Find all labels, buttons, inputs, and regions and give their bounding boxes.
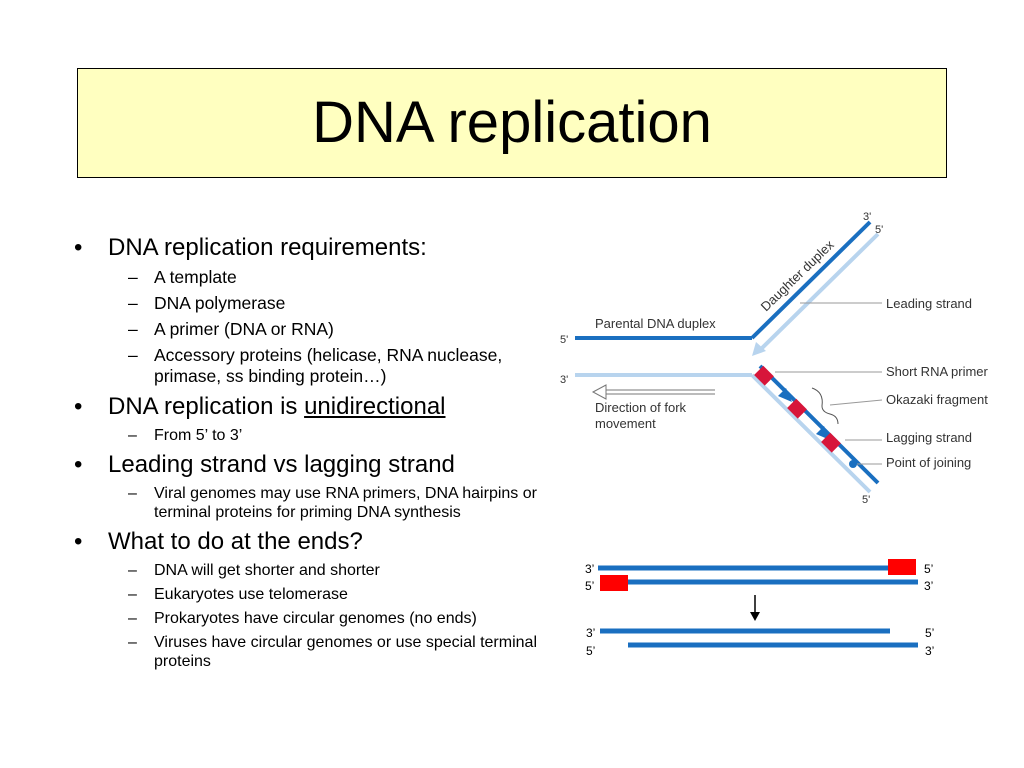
lagging-strand-label: Lagging strand — [886, 430, 972, 445]
bullet-mark: • — [74, 451, 83, 478]
bullet-text: Leading strand vs lagging strand — [108, 451, 455, 478]
okazaki-bracket — [811, 387, 839, 425]
bullet-text: DNA replication is — [108, 393, 305, 420]
down-arrow-icon — [750, 612, 760, 621]
ends-diagram: 3’ 5’ 5’ 3’ 3’ 5’ 5’ 3’ — [585, 559, 934, 658]
sub-bullet: –A template — [70, 267, 570, 288]
bullet-mark: • — [74, 393, 83, 420]
leader-line — [829, 399, 883, 406]
sub-bullet: –Accessory proteins (helicase, RNA nucle… — [70, 345, 570, 387]
leading-strand — [758, 232, 880, 352]
end-label: 5’ — [924, 562, 933, 576]
rna-primer-before — [600, 575, 628, 591]
end-label: 3’ — [586, 626, 595, 640]
sub-bullet: –Eukaryotes use telomerase — [70, 585, 570, 604]
slide-title: DNA replication — [312, 90, 712, 155]
end-label: 3’ — [585, 562, 594, 576]
sub-bullet: –Prokaryotes have circular genomes (no e… — [70, 609, 570, 628]
bullet-list: •DNA replication requirements: –A templa… — [70, 228, 570, 671]
sub-mark: – — [128, 562, 137, 579]
sub-mark: – — [128, 267, 138, 287]
rna-primer-before — [888, 559, 916, 575]
bullet-requirements: • DNA replication requirements: — [70, 234, 570, 262]
bullet-unidirectional: • DNA replication is unidirectional — [70, 393, 570, 421]
end-label: 3' — [863, 211, 871, 223]
direction-label: Direction of fork — [595, 400, 687, 415]
bullet-ends: • What to do at the ends? — [70, 528, 570, 556]
sub-bullet-text: Accessory proteins (helicase, RNA nuclea… — [154, 345, 503, 386]
rna-primer — [821, 432, 841, 453]
sub-mark: – — [128, 634, 137, 651]
end-label: 3’ — [925, 644, 934, 658]
end-label: 5’ — [586, 644, 595, 658]
joining-label: Point of joining — [886, 455, 971, 470]
sub-bullet-text: From 5’ to 3’ — [154, 427, 243, 444]
end-label: 5' — [862, 494, 870, 506]
sub-mark: – — [128, 610, 137, 627]
bullet-mark: • — [74, 528, 83, 555]
sub-bullet: –DNA will get shorter and shorter — [70, 561, 570, 580]
direction-label: movement — [595, 416, 656, 431]
lagging-arrow-icon — [778, 388, 792, 402]
sub-bullet-text: Viral genomes may use RNA primers, DNA h… — [154, 485, 537, 521]
sub-mark: – — [128, 293, 138, 313]
replication-fork-diagram: Direction of fork movement Parental DNA … — [560, 211, 989, 506]
sub-bullet-text: Prokaryotes have circular genomes (no en… — [154, 610, 477, 627]
sub-bullet-text: A template — [154, 267, 237, 287]
bullet-text-underlined: unidirectional — [304, 393, 446, 420]
sub-bullet-text: DNA polymerase — [154, 293, 286, 313]
end-label: 3' — [560, 374, 568, 386]
end-label: 5' — [875, 224, 883, 236]
leading-template-strand — [750, 220, 872, 340]
sub-bullet: –Viral genomes may use RNA primers, DNA … — [70, 484, 570, 522]
sub-bullet-text: DNA will get shorter and shorter — [154, 562, 380, 579]
okazaki-label: Okazaki fragment — [886, 392, 988, 407]
lagging-template-strand — [750, 373, 872, 494]
sub-bullet-text: Viruses have circular genomes or use spe… — [154, 634, 537, 670]
bullet-leading-lagging: • Leading strand vs lagging strand — [70, 451, 570, 479]
sub-mark: – — [128, 485, 137, 502]
rna-primer — [787, 398, 807, 419]
sub-mark: – — [128, 427, 137, 444]
end-label: 5’ — [925, 626, 934, 640]
joining-point — [849, 460, 857, 468]
title-box: DNA replication — [77, 68, 947, 178]
primer-label: Short RNA primer — [886, 364, 989, 379]
bullet-mark: • — [74, 234, 83, 261]
leading-arrow-icon — [752, 342, 766, 356]
bullet-text: What to do at the ends? — [108, 528, 363, 555]
sub-bullet: –DNA polymerase — [70, 293, 570, 314]
sub-mark: – — [128, 319, 138, 339]
end-label: 3’ — [924, 579, 933, 593]
lagging-arrow-icon — [816, 426, 830, 440]
sub-bullet: –From 5’ to 3’ — [70, 426, 570, 445]
sub-bullet-text: Eukaryotes use telomerase — [154, 586, 348, 603]
sub-mark: – — [128, 586, 137, 603]
sub-bullet: –Viruses have circular genomes or use sp… — [70, 633, 570, 671]
direction-arrow-icon — [591, 384, 607, 400]
end-label: 5' — [560, 334, 568, 346]
parental-label: Parental DNA duplex — [595, 316, 716, 331]
sub-bullet: –A primer (DNA or RNA) — [70, 319, 570, 340]
sub-mark: – — [128, 345, 138, 365]
bullet-text: DNA replication requirements: — [108, 234, 427, 261]
leading-strand-label: Leading strand — [886, 296, 972, 311]
end-label: 5’ — [585, 579, 594, 593]
lagging-strand — [758, 364, 880, 485]
sub-bullet-text: A primer (DNA or RNA) — [154, 319, 334, 339]
rna-primer — [754, 365, 774, 386]
